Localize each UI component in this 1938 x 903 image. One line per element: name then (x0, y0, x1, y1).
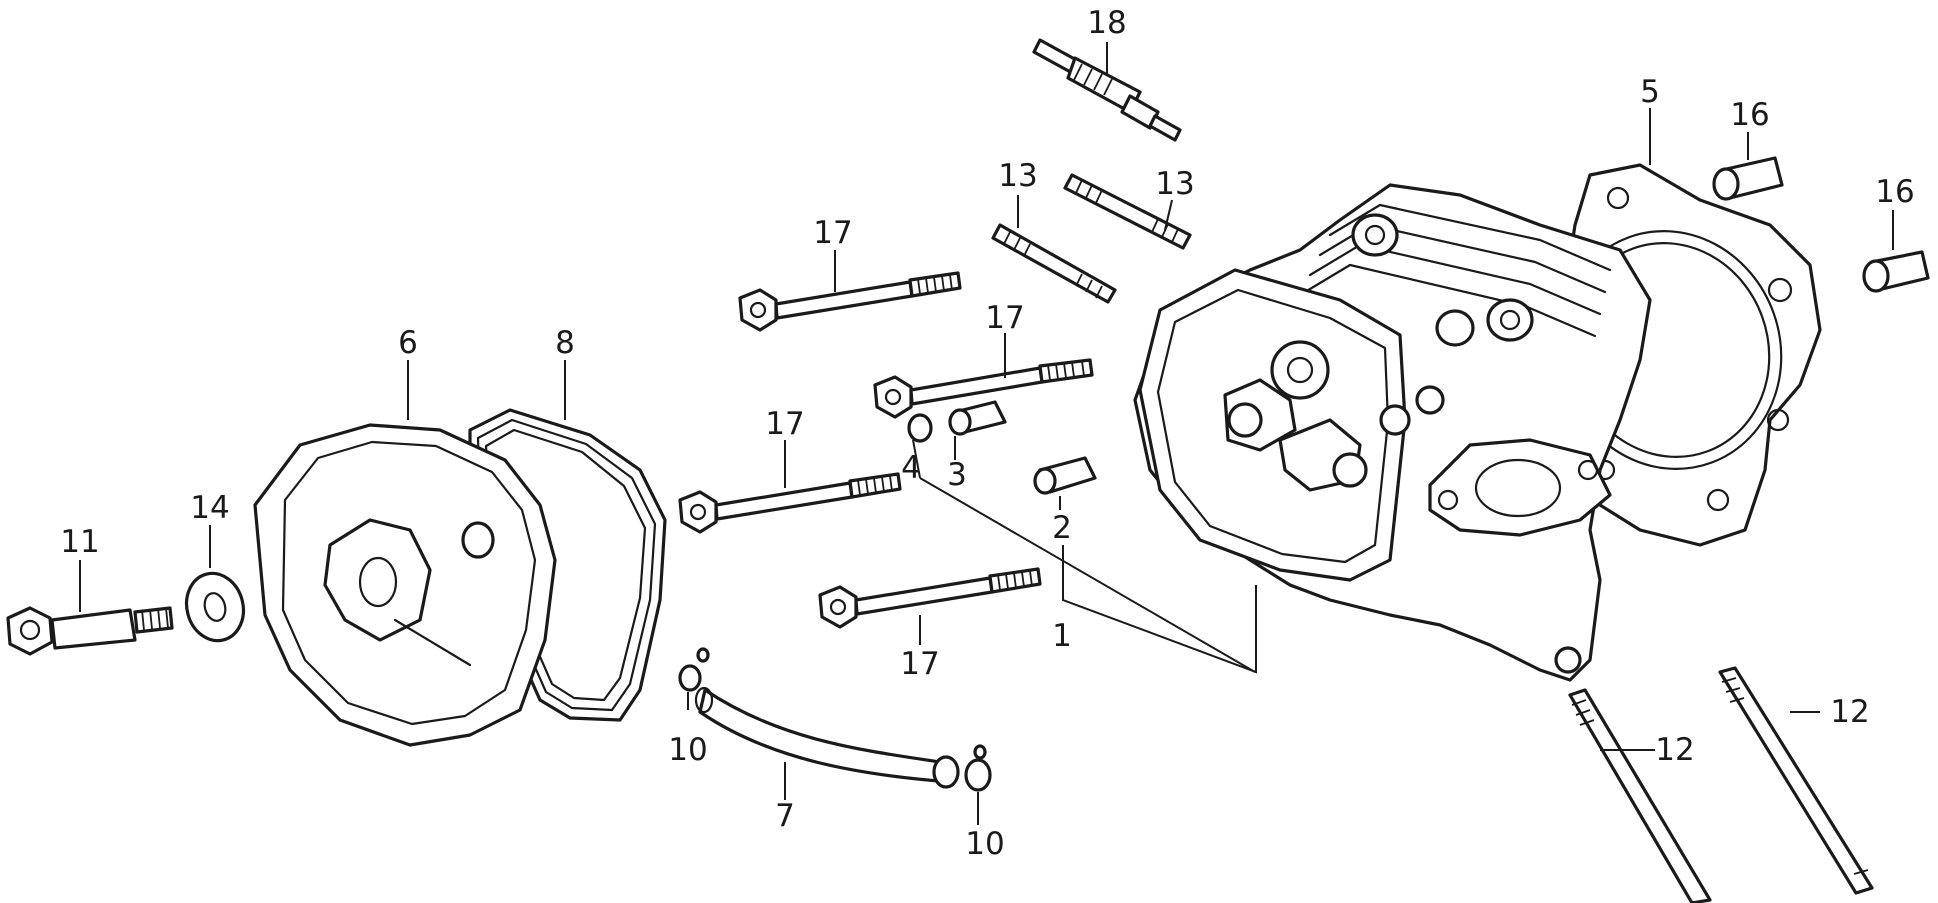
head-bolt-lower-mid (678, 472, 902, 534)
callout-7: 7 (775, 798, 795, 834)
dowel-pin-3 (948, 400, 1007, 436)
callout-5: 5 (1640, 74, 1660, 110)
callout-8: 8 (555, 325, 575, 361)
callout-3: 3 (947, 457, 967, 493)
long-stud-12-right (1718, 666, 1874, 895)
leader-lines (79, 42, 1894, 825)
callout-16-left: 16 (1730, 97, 1769, 133)
valve-cover (253, 423, 557, 747)
breather-tube (694, 686, 960, 789)
valve-cover-bolt (6, 606, 174, 656)
sealing-washer (184, 571, 246, 643)
callout-10-right: 10 (965, 826, 1004, 862)
callout-6: 6 (398, 325, 418, 361)
hose-clip-left (678, 647, 710, 692)
head-bolt-top (738, 271, 962, 332)
dowel-pin-2 (1033, 456, 1097, 495)
spark-plug (1032, 38, 1182, 142)
callout-13-right: 13 (1155, 166, 1194, 202)
callout-18: 18 (1087, 5, 1126, 41)
callout-17-bottom: 17 (900, 646, 939, 682)
callout-11: 11 (60, 524, 99, 560)
dowel-16-left (1712, 156, 1784, 201)
callout-13-left: 13 (998, 158, 1037, 194)
callout-17-top: 17 (813, 215, 852, 251)
callout-17-lower-mid: 17 (765, 406, 804, 442)
head-bolt-bottom (818, 567, 1042, 629)
callout-4: 4 (901, 450, 921, 486)
callout-14: 14 (190, 490, 229, 526)
head-bolt-upper-mid (873, 358, 1094, 419)
callout-10-left: 10 (668, 732, 707, 768)
callout-17-upper-mid: 17 (985, 300, 1024, 336)
washer-4 (907, 413, 933, 443)
cylinder-head (1133, 183, 1652, 682)
callout-16-right: 16 (1875, 174, 1914, 210)
callout-2: 2 (1052, 510, 1072, 546)
dowel-16-right (1862, 250, 1930, 293)
stud-bolt-13-left (991, 223, 1117, 304)
callout-12-left: 12 (1655, 732, 1694, 768)
stud-bolt-13-right (1063, 173, 1192, 250)
callout-1: 1 (1052, 618, 1072, 654)
hose-clip-right (964, 744, 992, 792)
callout-12-right: 12 (1830, 694, 1869, 730)
callout-labels: 18 13 13 17 17 17 17 5 16 16 6 8 14 11 4… (60, 5, 1914, 862)
long-stud-12-left (1568, 688, 1712, 903)
